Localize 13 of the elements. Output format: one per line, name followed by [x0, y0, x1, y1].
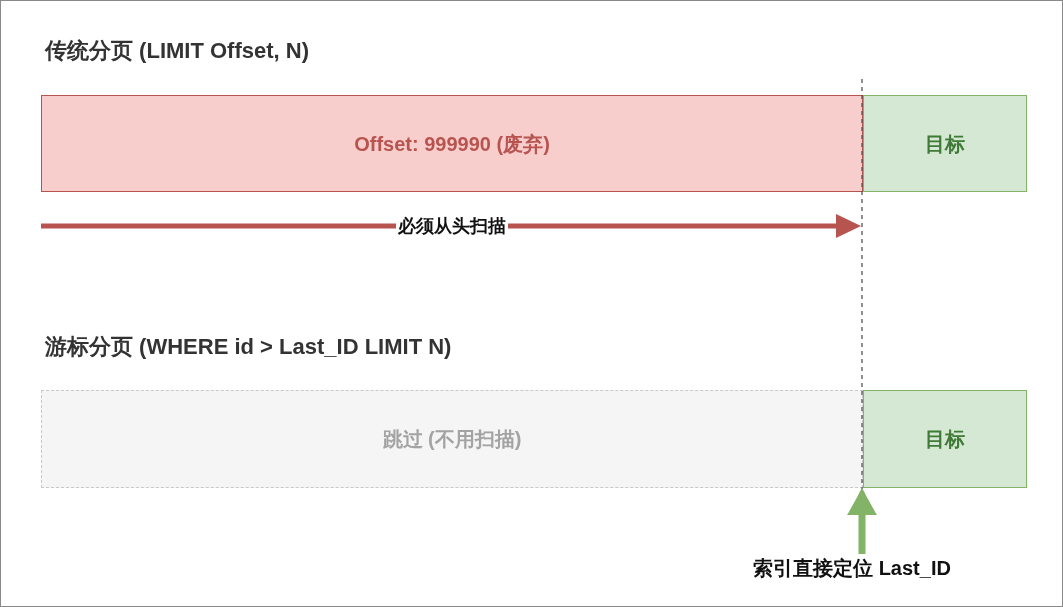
target-label: 目标 — [925, 427, 965, 452]
section-heading: 传统分页 (LIMIT Offset, N) — [45, 37, 309, 65]
arrow — [847, 488, 877, 554]
offset-bar — [41, 95, 863, 192]
target-label: 目标 — [925, 131, 965, 157]
target-box — [863, 390, 1027, 488]
skipped-bar — [41, 390, 863, 488]
arrow-label: 必须从头扫描 — [396, 214, 508, 238]
section-heading: 游标分页 (WHERE id > Last_ID LIMIT N) — [45, 333, 452, 361]
bar-label: Offset: 999990 (废弃) — [354, 131, 550, 157]
bar-label: 跳过 (不用扫描) — [382, 427, 522, 452]
annotation-text: 索引直接定位 Last_ID — [746, 554, 958, 582]
target-box — [863, 95, 1027, 192]
